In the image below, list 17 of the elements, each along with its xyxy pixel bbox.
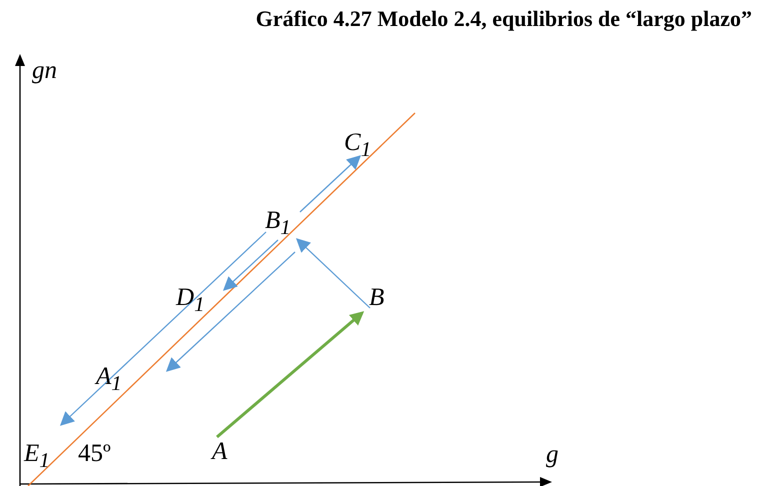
axis-label: gn xyxy=(32,58,57,84)
arrow xyxy=(222,240,278,291)
chart-title: Gráfico 4.27 Modelo 2.4, equilibrios de “largo plazo” xyxy=(254,6,752,32)
point-label: E$_{1}$ xyxy=(24,441,50,473)
point-label: C$_{1}$ xyxy=(344,130,372,162)
point-label: A xyxy=(212,439,228,465)
angle-label: 45º xyxy=(78,441,111,467)
axis-label: g xyxy=(546,442,558,468)
arrow xyxy=(166,252,296,372)
arrow xyxy=(60,232,266,426)
point-label: A$_{1}$ xyxy=(96,364,122,396)
arrow xyxy=(216,311,364,438)
point-label: B xyxy=(369,285,384,311)
point-label: B$_{1}$ xyxy=(265,208,291,240)
point-label: D$_{1}$ xyxy=(176,285,204,317)
arrow xyxy=(300,155,362,212)
arrow xyxy=(296,238,370,308)
